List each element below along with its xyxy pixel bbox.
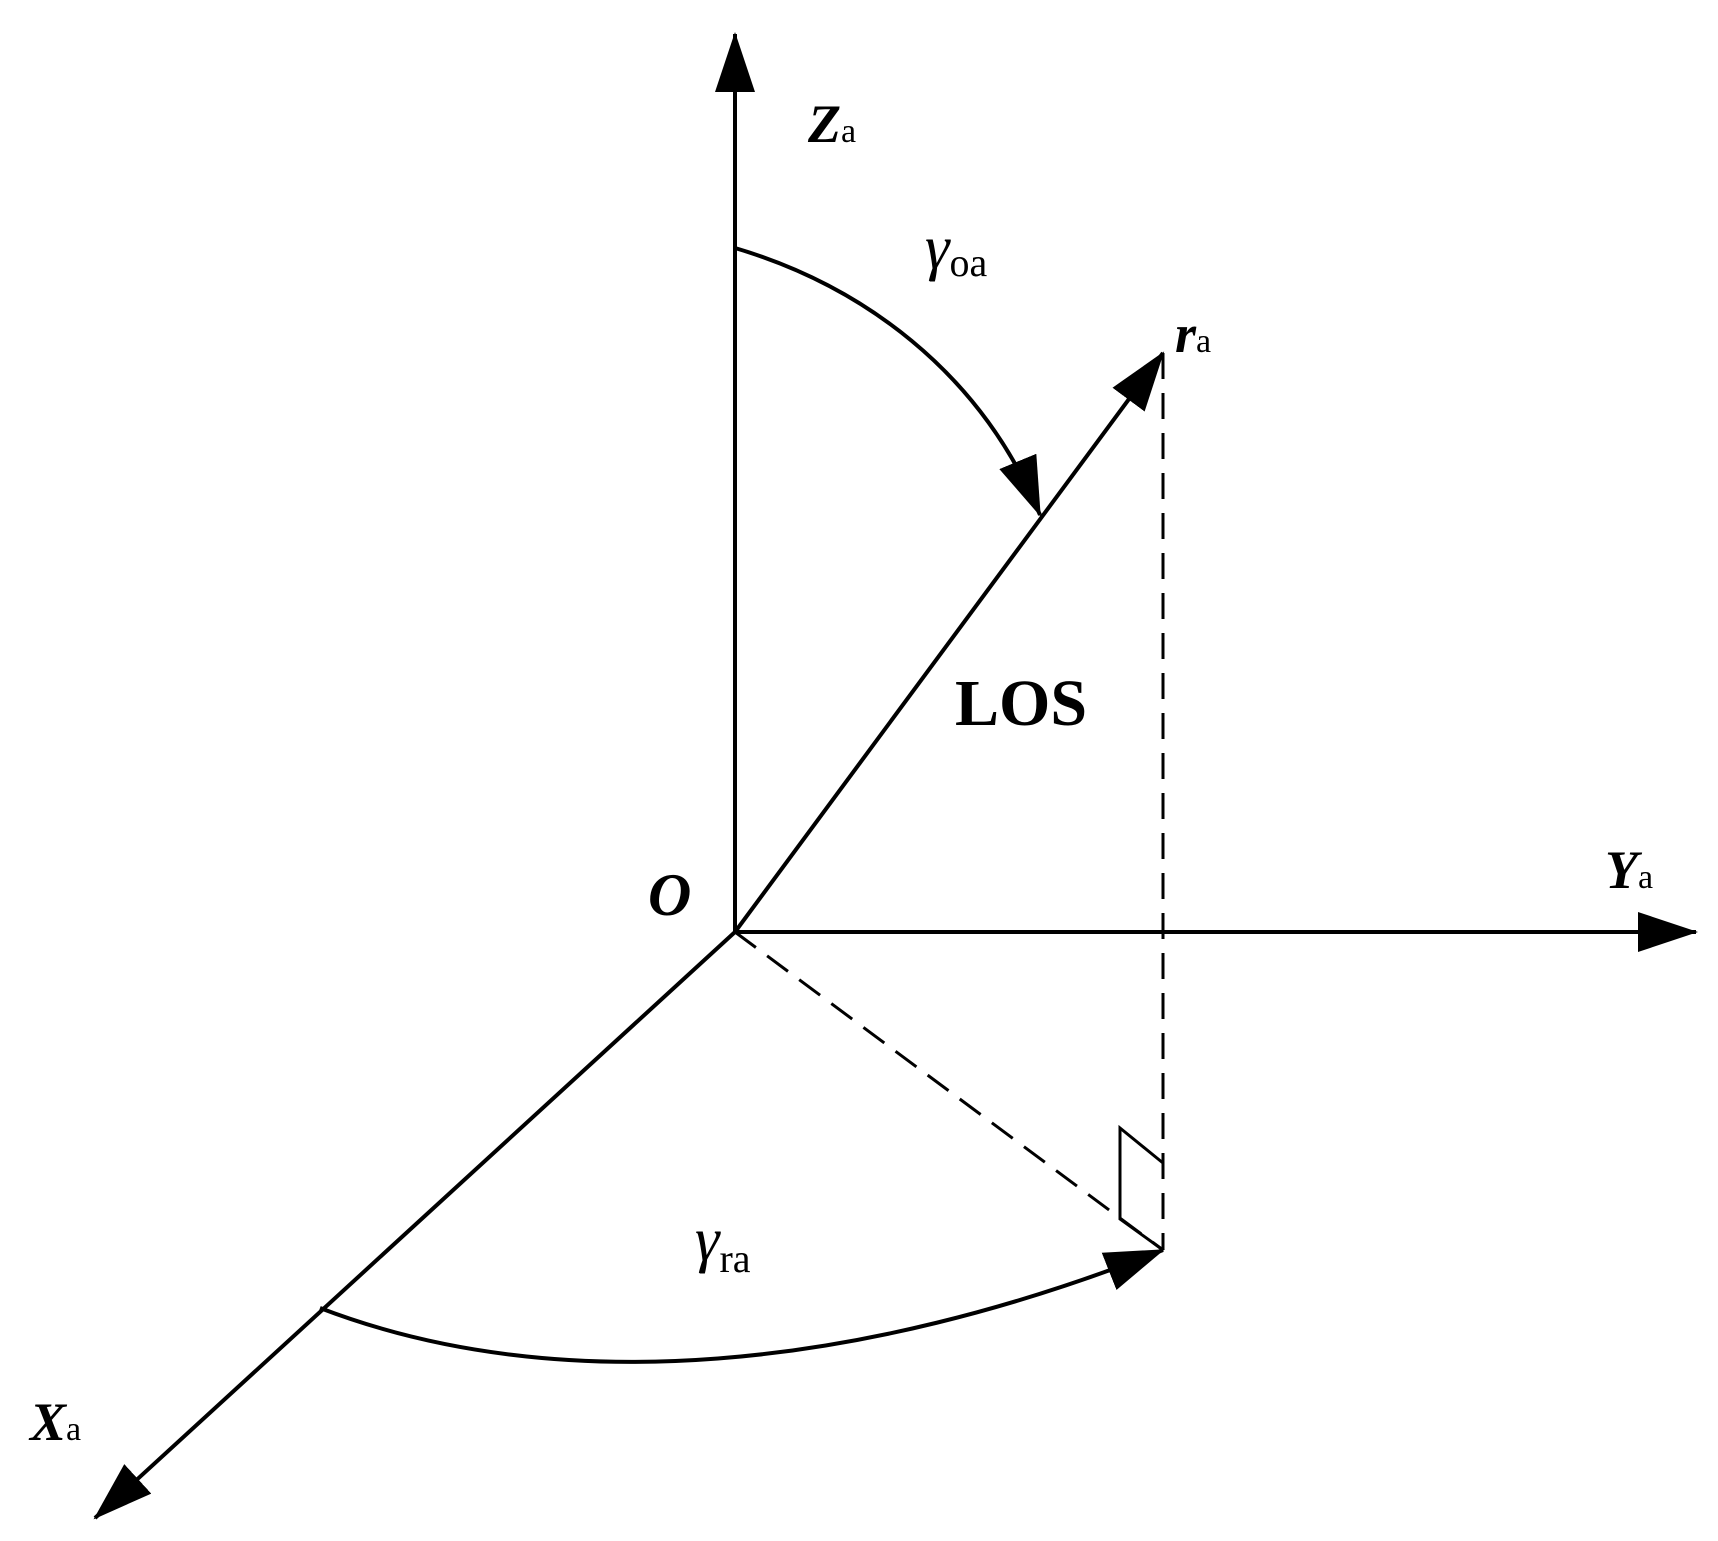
gamma-oa-arc (734, 246, 1042, 517)
los-label: LOS (955, 667, 1087, 740)
x-axis-label: Xa (28, 1392, 81, 1452)
ground-projection-dashed (734, 930, 1164, 1252)
origin-label: O (648, 862, 691, 928)
los-vector-line (733, 351, 1165, 934)
right-angle-marker (1118, 1124, 1164, 1252)
y-axis-label: Ya (1605, 840, 1653, 900)
r-vector-label: ra (1175, 304, 1211, 364)
gamma-ra-label: γra (695, 1206, 751, 1281)
x-axis-line (93, 930, 737, 1520)
gamma-oa-label: γoa (925, 214, 987, 285)
z-axis-label: Za (807, 94, 856, 154)
gamma-ra-arc (319, 1248, 1165, 1364)
